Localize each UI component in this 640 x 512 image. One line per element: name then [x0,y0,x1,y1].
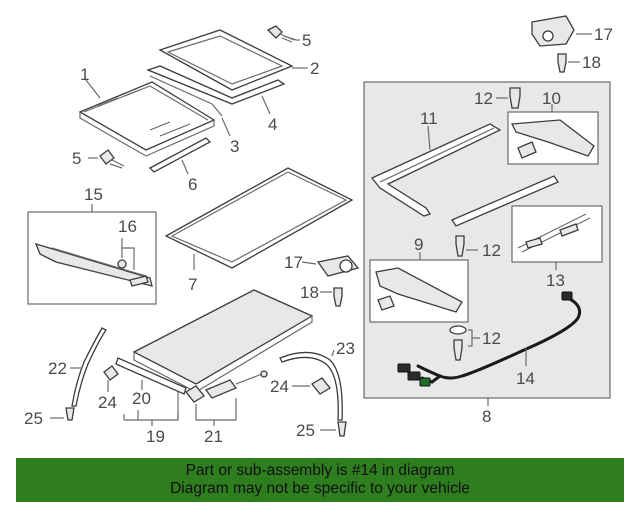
clip-part [185,370,268,403]
callout-2: 2 [310,59,319,78]
leader-6 [181,159,189,175]
callout-15: 15 [84,185,103,204]
callout-13: 13 [546,271,565,290]
callout-1: 1 [80,65,89,84]
callout-9: 9 [414,235,423,254]
screw-part [453,339,463,361]
wire-harness-part[interactable] [397,291,582,387]
callout-12c: 12 [482,329,501,348]
info-banner: Part or sub-assembly is #14 in diagram D… [16,458,624,502]
callout-4: 4 [268,115,277,134]
washer-part [449,325,467,335]
callout-10: 10 [542,89,561,108]
callout-25a: 25 [24,409,43,428]
deflector-part [34,242,153,287]
bolt-part [99,149,125,169]
leader-17b [301,261,317,265]
leader-1 [85,79,101,99]
seal-ring-part [164,167,354,269]
callout-18a: 18 [582,53,601,72]
callout-17a: 17 [594,25,613,44]
guide-rail-part [370,123,502,217]
bolt-part [266,25,297,43]
weatherstrip-part [148,137,212,173]
glass-panel-part [78,81,216,157]
leader-4 [261,95,271,115]
callout-24b: 24 [270,377,289,396]
leader-3 [221,117,231,137]
leader-11 [427,125,431,151]
banner-line-1: Part or sub-assembly is #14 in diagram [185,462,455,479]
callout-12a: 12 [474,89,493,108]
screw-part [333,287,343,307]
callout-24a: 24 [98,393,117,412]
callout-8: 8 [482,407,491,426]
callout-19: 19 [146,427,165,446]
screw-part [509,87,521,109]
screw-part [455,235,465,257]
callout-6: 6 [188,175,197,194]
callout-21: 21 [204,427,223,446]
callout-16: 16 [118,217,137,236]
callout-20: 20 [132,389,151,408]
callout-5a: 5 [302,31,311,50]
callout-7: 7 [188,275,197,294]
callout-25b: 25 [296,421,315,440]
callout-17b: 17 [284,253,303,272]
sunroof-frame-part [146,29,294,117]
callout-5b: 5 [72,149,81,168]
callout-22: 22 [48,359,67,378]
rail-part [115,357,187,395]
callout-3: 3 [230,137,239,156]
drain-hose-part [279,351,343,421]
banner-line-2: Diagram may not be specific to your vehi… [170,480,470,497]
motor-part [316,255,360,277]
callout-23: 23 [336,339,355,358]
callout-18b: 18 [300,283,319,302]
motor-part [531,15,575,47]
callout-11: 11 [420,109,438,128]
callout-12b: 12 [482,241,501,260]
callout-14: 14 [516,369,535,388]
screw-part [557,53,567,73]
